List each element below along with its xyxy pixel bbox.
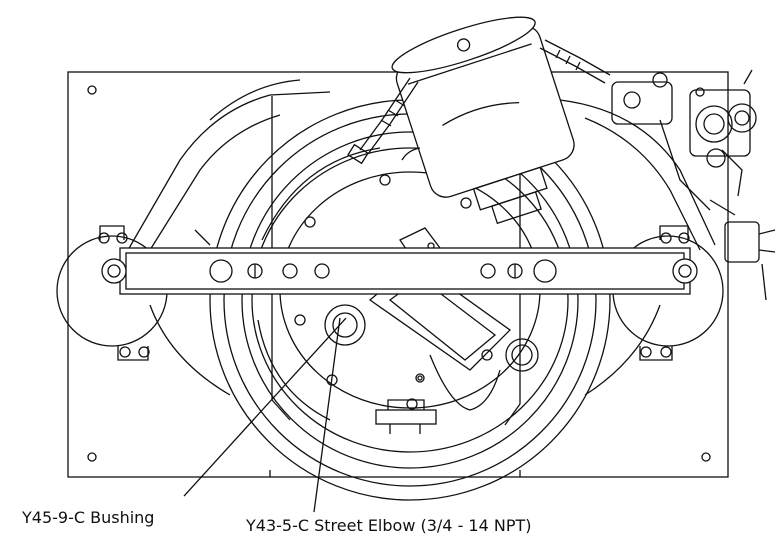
mount-hole-bottom-right xyxy=(701,452,711,462)
hose-left xyxy=(347,77,421,165)
callout-street-elbow: Y43-5-C Street Elbow (3/4 - 14 NPT) xyxy=(246,516,532,535)
bottom-bracket xyxy=(375,399,437,434)
tilted-cylinder xyxy=(391,16,575,225)
hose-right xyxy=(539,39,611,84)
leader-line-elbow xyxy=(313,317,341,513)
hub-assembly xyxy=(324,227,539,411)
mount-hole-top-right xyxy=(695,87,705,97)
valve-cluster xyxy=(611,69,776,301)
leader-line-bushing xyxy=(183,317,347,497)
cross-bar xyxy=(101,247,698,295)
mount-hole-bottom-left xyxy=(87,452,97,462)
mount-hole-top-left xyxy=(87,85,97,95)
callout-bushing: Y45-9-C Bushing xyxy=(22,508,155,527)
